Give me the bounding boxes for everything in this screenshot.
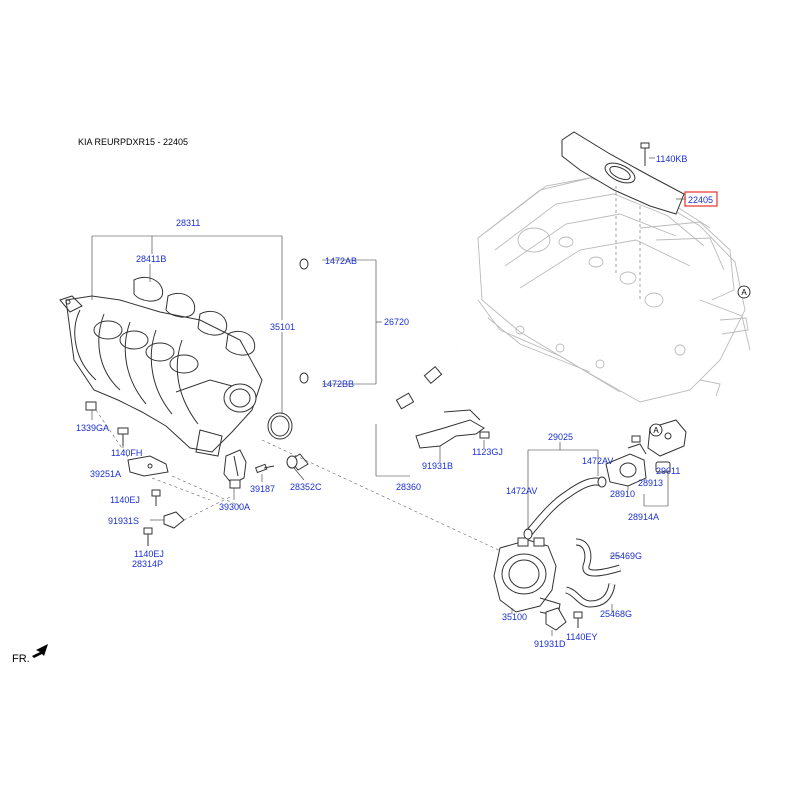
front-arrow-icon [32, 644, 48, 658]
label-1140kb[interactable]: 1140KB [656, 154, 687, 164]
clamp-28352c [286, 455, 298, 469]
gasket-ring-35101 [267, 412, 293, 440]
callout-a-engine: A [737, 285, 751, 299]
label-1140fh[interactable]: 1140FH [111, 448, 142, 458]
label-29025[interactable]: 29025 [548, 432, 573, 442]
svg-text:A: A [741, 288, 747, 297]
label-1140ey[interactable]: 1140EY [566, 632, 597, 642]
hose-29025 [523, 476, 607, 540]
label-1472ab[interactable]: 1472AB [325, 256, 357, 266]
engine-block [477, 175, 751, 403]
clip-91931d [545, 607, 567, 631]
label-28311[interactable]: 28311 [176, 218, 200, 228]
front-label: FR. [12, 653, 30, 665]
bolt-1140ej-b [143, 527, 153, 546]
label-1339ga[interactable]: 1339GA [76, 423, 109, 433]
bracket-39251a [127, 455, 169, 477]
callout-a-valve: A [649, 423, 663, 437]
leader-lines [91, 198, 686, 636]
diagram-title: KIA REURPDXR15 - 22405 [78, 137, 188, 147]
engine-cover-22405 [561, 131, 685, 300]
throttle-body-35100 [493, 537, 561, 617]
part-labels: 1140KB 28311 28411B 1472AB 26720 35101 1… [76, 154, 687, 649]
sensor-39300a [223, 449, 247, 489]
label-25469g[interactable]: 25469G [610, 551, 642, 561]
bolt-39187 [254, 463, 275, 474]
label-22405[interactable]: 22405 [688, 195, 713, 205]
label-28360[interactable]: 28360 [396, 482, 421, 492]
label-28913[interactable]: 28913 [638, 478, 663, 488]
label-29011[interactable]: 29011 [656, 466, 680, 476]
bracket-91931b [415, 409, 485, 449]
label-1140ej-b[interactable]: 1140EJ [134, 549, 164, 559]
label-28914a[interactable]: 28914A [628, 512, 659, 522]
hose-25468g [564, 583, 616, 608]
label-35100[interactable]: 35100 [502, 612, 527, 622]
front-direction-indicator: FR. [12, 644, 48, 665]
label-28411b[interactable]: 28411B [136, 254, 166, 264]
bolt-1140ey [573, 611, 583, 628]
gasket-28411b [133, 276, 256, 356]
label-25468g[interactable]: 25468G [600, 609, 632, 619]
label-1472av-a[interactable]: 1472AV [582, 456, 613, 466]
label-39187[interactable]: 39187 [250, 484, 275, 494]
label-91931b[interactable]: 91931B [422, 461, 453, 471]
label-39251a[interactable]: 39251A [90, 469, 121, 479]
hose-26720 [299, 258, 353, 384]
bolt-1140kb-pcsv [631, 435, 641, 443]
label-1123gj[interactable]: 1123GJ [472, 447, 503, 457]
highlight-box [684, 191, 718, 207]
bolt-1123gj [479, 431, 490, 439]
label-39300a[interactable]: 39300A [219, 502, 250, 512]
label-91931d[interactable]: 91931D [534, 639, 566, 649]
hose-25469g [575, 538, 622, 577]
connector-28913 [655, 461, 671, 473]
label-91931s[interactable]: 91931S [108, 516, 139, 526]
label-28352c[interactable]: 28352C [290, 482, 322, 492]
label-1472av-b[interactable]: 1472AV [506, 486, 537, 496]
bolt-1140kb [640, 142, 655, 166]
valve-28910 [605, 443, 647, 487]
bolt-1140fh [117, 427, 129, 446]
label-1140ej-a[interactable]: 1140EJ [110, 495, 140, 505]
svg-text:A: A [653, 426, 659, 435]
label-35101[interactable]: 35101 [270, 322, 295, 332]
tube-28360 [289, 345, 460, 471]
label-1472bb[interactable]: 1472BB [322, 379, 354, 389]
nut-1339ga [85, 401, 97, 411]
label-28314p[interactable]: 28314P [132, 559, 163, 569]
bolt-1140ej-a [151, 489, 161, 506]
label-28910[interactable]: 28910 [610, 489, 635, 499]
label-26720[interactable]: 26720 [384, 317, 409, 327]
clip-91931s [163, 511, 185, 529]
